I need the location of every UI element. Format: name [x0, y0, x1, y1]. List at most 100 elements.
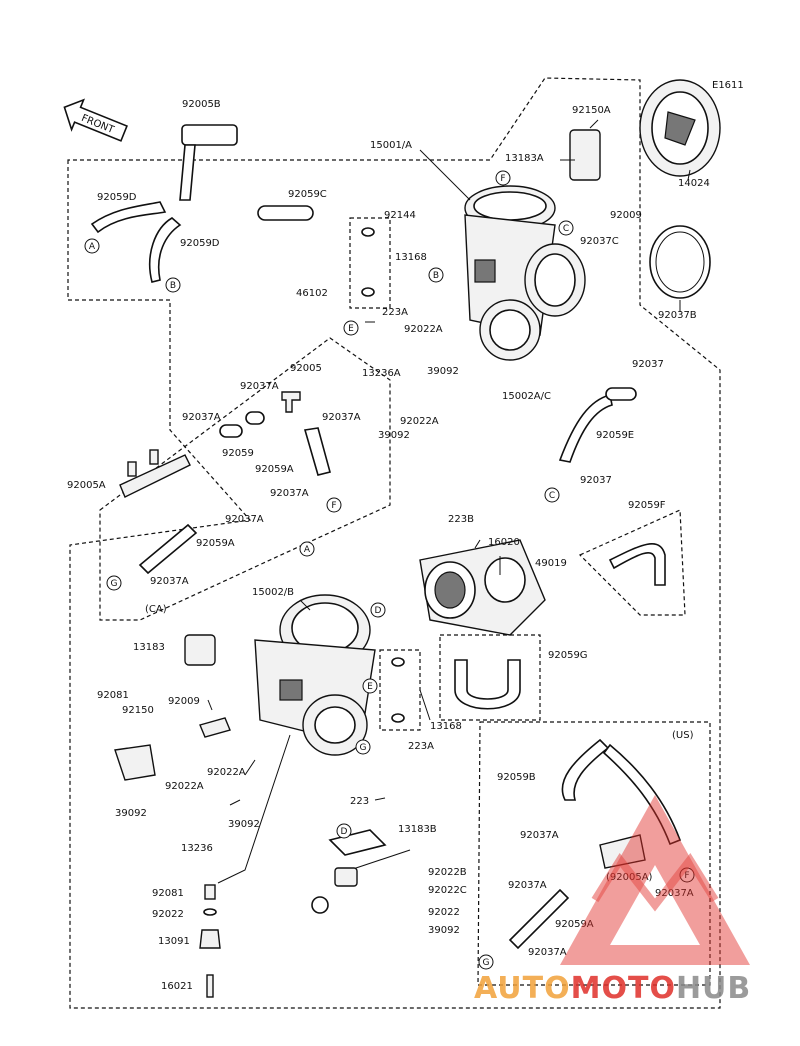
svg-text:A: A — [89, 242, 96, 252]
svg-text:G: G — [111, 579, 118, 589]
part-label: 49019 — [535, 558, 567, 569]
air-duct-14024 — [639, 79, 721, 177]
part-label: 13183A — [505, 153, 544, 164]
lower-carburetor-assembly — [184, 594, 376, 756]
callout-G-2: G — [355, 739, 371, 755]
part-label: 16021 — [161, 981, 193, 992]
part-label: 92037 — [632, 359, 664, 370]
part-label: 92005A — [67, 480, 106, 491]
part-label: 13183B — [398, 824, 437, 835]
svg-text:E: E — [367, 682, 373, 692]
part-label: 223B — [448, 514, 474, 525]
part-label: 92022B — [428, 867, 467, 878]
callout-E-1: E — [343, 320, 359, 336]
part-label: 92059G — [548, 650, 588, 661]
us-section-parts — [508, 738, 682, 950]
watermark-auto: AUTO — [474, 971, 571, 1006]
part-label: 92059A — [196, 538, 235, 549]
part-label: 92037C — [580, 236, 619, 247]
part-label: 13091 — [158, 936, 190, 947]
part-label: 92059D — [97, 192, 137, 203]
part-label: 92009 — [168, 696, 200, 707]
part-label: 13168 — [395, 252, 427, 263]
svg-text:B: B — [433, 271, 439, 281]
part-label: 223A — [408, 741, 434, 752]
part-label: 92037A — [528, 947, 567, 958]
callout-B-2: B — [428, 267, 444, 283]
part-label: 92059D — [180, 238, 220, 249]
part-label: 92005B — [182, 99, 221, 110]
svg-text:F: F — [331, 501, 336, 511]
hose-92059F — [578, 509, 686, 616]
part-label: 92037A — [655, 888, 694, 899]
part-label: 15002/B — [252, 587, 294, 598]
part-label: 13183 — [133, 642, 165, 653]
ca-dashed-outline — [99, 337, 391, 621]
front-arrow: FRONT — [63, 98, 128, 142]
svg-text:D: D — [375, 606, 382, 616]
watermark-inner-peak-icon — [591, 853, 719, 912]
part-label: 92005 — [290, 363, 322, 374]
linkage-13168-upper — [349, 217, 391, 309]
u-hose-92059G — [439, 634, 541, 721]
part-label: 92037A — [240, 381, 279, 392]
part-label: 92037A — [182, 412, 221, 423]
svg-text:F: F — [684, 871, 689, 881]
part-label: (92005A) — [606, 872, 653, 883]
part-label: 92037 — [580, 475, 612, 486]
part-label: 39092 — [428, 925, 460, 936]
part-label: 92144 — [384, 210, 416, 221]
intake-16020 — [419, 539, 546, 636]
svg-text:D: D — [341, 827, 348, 837]
part-label: 92081 — [152, 888, 184, 899]
watermark-moto: MOTO — [571, 971, 676, 1006]
region-us-label: (US) — [672, 730, 694, 741]
part-label: 13236A — [362, 368, 401, 379]
part-label: 39092 — [378, 430, 410, 441]
part-label: 92022 — [428, 907, 460, 918]
linkage-13168-lower — [379, 649, 421, 731]
part-label: 92037A — [520, 830, 559, 841]
part-label: 39092 — [228, 819, 260, 830]
watermark-text: AUTOMOTOHUB — [474, 971, 751, 1006]
svg-text:B: B — [170, 281, 176, 291]
region-ca-label: (CA) — [145, 604, 167, 615]
callout-G-3: G — [478, 954, 494, 970]
svg-text:E: E — [348, 324, 354, 334]
part-label: 223A — [382, 307, 408, 318]
drain-parts — [114, 744, 221, 998]
part-label: 15002A/C — [502, 391, 551, 402]
callout-B-1: B — [165, 277, 181, 293]
part-label: 92059F — [628, 500, 666, 511]
part-label: 92059 — [222, 448, 254, 459]
part-label: 92059A — [255, 464, 294, 475]
part-label: 92009 — [610, 210, 642, 221]
part-label: 92037A — [322, 412, 361, 423]
callout-C-2: C — [544, 487, 560, 503]
part-label: 223 — [350, 796, 369, 807]
part-label: 16020 — [488, 537, 520, 548]
part-label: 92022A — [165, 781, 204, 792]
main-dashed-outline — [67, 77, 721, 1009]
callout-D-2: D — [336, 823, 352, 839]
part-label: 39092 — [427, 366, 459, 377]
callout-A-2: A — [299, 541, 315, 557]
part-label: 92037A — [150, 576, 189, 587]
part-label: 15001/A — [370, 140, 412, 151]
part-label: 92022A — [207, 767, 246, 778]
svg-text:F: F — [500, 174, 505, 184]
callout-D-1: D — [370, 602, 386, 618]
svg-text:A: A — [304, 545, 311, 555]
linkage-13183B — [311, 829, 411, 914]
callout-A-1: A — [84, 238, 100, 254]
part-label: 92059B — [497, 772, 536, 783]
automotohub-watermark: AUTOMOTOHUB — [474, 795, 751, 1006]
callout-F-2: F — [326, 497, 342, 513]
diagram-code: E1611 — [712, 80, 744, 91]
callout-E-2: E — [362, 678, 378, 694]
part-label: 92059A — [555, 919, 594, 930]
part-label: 92037A — [225, 514, 264, 525]
part-label: 92081 — [97, 690, 129, 701]
svg-text:C: C — [563, 224, 569, 234]
